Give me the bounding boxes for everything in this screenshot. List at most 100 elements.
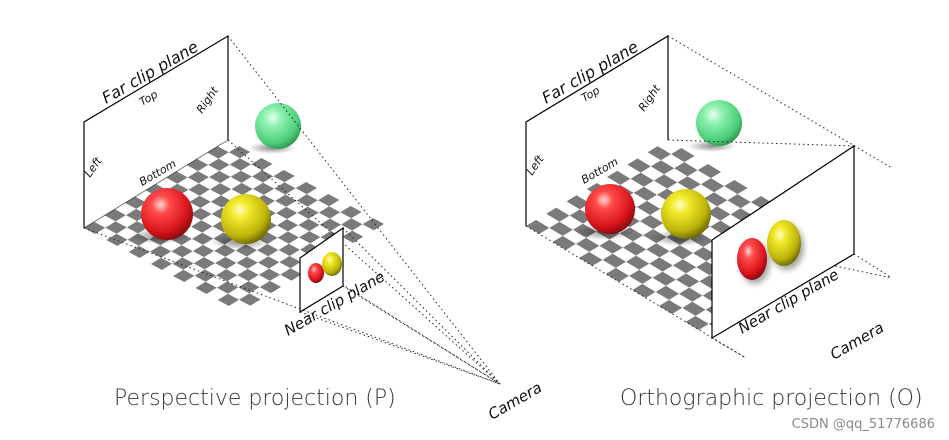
checker-tile — [264, 188, 286, 201]
checker-tile — [192, 244, 215, 258]
checker-tile — [150, 257, 173, 270]
checker-tile — [642, 277, 666, 292]
checker-tile — [297, 206, 319, 219]
checker-tile — [637, 152, 661, 167]
yellow-sphere — [221, 194, 271, 244]
checker-tile — [241, 176, 264, 189]
checker-tile — [685, 315, 709, 330]
checker-tile — [662, 265, 687, 280]
checker-tile — [636, 200, 661, 215]
checker-tile — [632, 283, 656, 298]
checker-tile — [247, 262, 270, 275]
checker-tile — [645, 291, 669, 306]
checker-tile — [195, 281, 217, 294]
checker-tile — [277, 231, 300, 244]
checker-tile — [659, 251, 683, 266]
checker-tile — [204, 250, 226, 264]
checker-tile — [340, 206, 362, 219]
checker-tile — [566, 195, 590, 210]
checker-tile — [280, 268, 302, 281]
checker-tile — [639, 263, 663, 278]
checker-tile — [287, 212, 309, 226]
checker-tile — [649, 257, 673, 272]
checker-tile — [210, 183, 232, 196]
checker-tile — [677, 176, 701, 191]
far-clip-plane-frame — [525, 34, 669, 226]
checker-tile — [275, 194, 297, 207]
checker-tile — [267, 237, 289, 250]
checker-tile — [647, 146, 672, 161]
orthographic-volume: Far clip plane Top Right Left Bottom Nea… — [524, 34, 923, 411]
checker-tile — [692, 295, 716, 310]
checker-tile — [629, 221, 654, 236]
near-red-sphere — [308, 263, 324, 283]
checker-tile — [262, 164, 284, 177]
checker-tile — [576, 237, 600, 252]
checker-tile — [285, 188, 307, 201]
checker-tile — [672, 307, 696, 322]
checker-tile — [536, 213, 560, 228]
checker-tile — [139, 251, 162, 264]
checker-tile — [198, 177, 221, 190]
checker-tile — [622, 241, 647, 256]
checker-tile — [106, 233, 128, 246]
checker-tile — [204, 263, 227, 276]
checker-tile — [643, 180, 668, 195]
checker-tile — [714, 186, 738, 201]
checker-tile — [173, 269, 195, 282]
checker-tile — [215, 256, 237, 270]
red-sphere — [141, 188, 193, 240]
checker-tile — [676, 273, 700, 288]
checker-tile — [191, 220, 213, 233]
checker-tile — [226, 262, 248, 276]
checker-tile — [150, 245, 172, 258]
checker-tile — [629, 269, 653, 284]
checker-tile — [240, 164, 263, 177]
checker-tile — [216, 269, 238, 282]
checker-tile — [228, 287, 250, 300]
checker-tile — [724, 180, 748, 195]
checker-tile — [274, 182, 296, 195]
checker-tile — [700, 178, 725, 193]
checker-tile — [602, 253, 626, 268]
checker-tile — [308, 212, 330, 225]
checker-tile — [268, 250, 290, 263]
checker-tile — [239, 293, 261, 306]
checker-tile — [273, 170, 295, 183]
checker-tile — [605, 267, 630, 282]
checker-tile — [546, 207, 570, 222]
checker-tile — [105, 221, 127, 234]
checker-tile — [246, 250, 269, 263]
checker-tile — [248, 274, 270, 288]
checker-tile — [727, 194, 751, 209]
checker-tile — [259, 280, 282, 294]
checker-tile — [661, 154, 685, 169]
checker-tile — [711, 172, 735, 187]
checker-tile — [646, 243, 670, 258]
checker-tile — [341, 218, 363, 231]
checker-tile — [562, 229, 587, 244]
checker-tile — [309, 224, 331, 238]
checker-tile — [658, 299, 683, 314]
checker-tile — [690, 184, 715, 199]
checker-tile — [559, 215, 583, 230]
checker-tile — [689, 281, 713, 296]
checker-tile — [615, 261, 640, 276]
checker-tile — [683, 253, 707, 268]
checker-tile — [640, 215, 664, 230]
checker-tile — [697, 164, 722, 179]
checker-tile — [655, 285, 680, 300]
checker-tile — [264, 200, 287, 214]
near-yellow-sphere — [322, 252, 342, 276]
checker-tile — [679, 287, 703, 302]
frustum-edge — [83, 139, 229, 229]
yellow-sphere — [661, 189, 711, 239]
checker-tile — [220, 176, 242, 190]
checker-tile — [526, 219, 550, 234]
checker-tile — [318, 194, 340, 207]
checker-tile — [258, 268, 281, 281]
checker-tile — [295, 182, 318, 195]
checker-tile — [669, 245, 694, 260]
checker-tile — [650, 160, 675, 175]
